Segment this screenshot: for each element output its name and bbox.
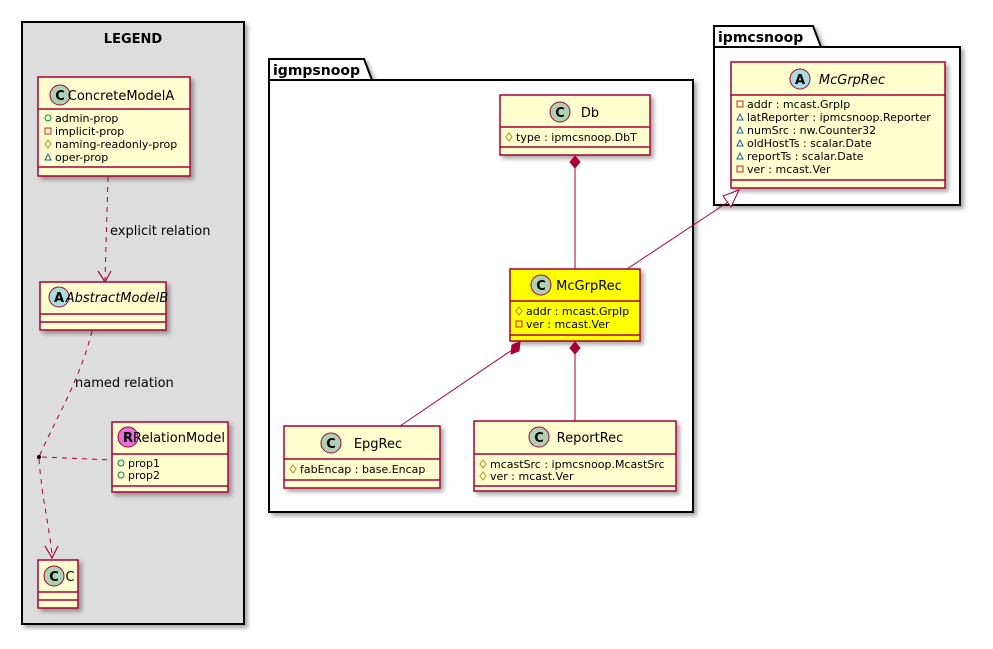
attribute: numSrc : nw.Counter32: [747, 124, 876, 137]
class-reportrec[interactable]: C ReportRec mcastSrc : ipmcsnoop.McastSr…: [473, 420, 677, 492]
package-title: ipmcsnoop: [718, 30, 803, 46]
class-epgrec[interactable]: C EpgRec fabEncap : base.Encap: [283, 425, 441, 489]
attribute: latReporter : ipmcsnoop.Reporter: [747, 111, 931, 124]
class-badge-icon: C: [326, 437, 336, 452]
abstract-badge-icon: A: [795, 73, 805, 88]
class-name: McGrpRec: [819, 73, 885, 88]
private-visibility-icon: [515, 320, 523, 328]
protected-visibility-icon: [505, 132, 513, 142]
attribute: naming-readonly-prop: [55, 138, 177, 151]
class-badge-icon: C: [55, 89, 65, 104]
attribute: ver : mcast.Ver: [526, 318, 610, 331]
public-visibility-icon: [117, 459, 125, 467]
attribute-list: admin-propimplicit-propnaming-readonly-p…: [44, 112, 177, 164]
attribute: type : ipmcsnoop.DbT: [516, 131, 637, 144]
attribute: addr : mcast.GrpIp: [526, 305, 629, 318]
attribute: reportTs : scalar.Date: [747, 150, 864, 163]
composition-mcgrprec-reportrec: [569, 341, 581, 421]
class-name: McGrpRec: [556, 279, 622, 294]
private-visibility-icon: [736, 100, 744, 108]
attribute: prop2: [128, 469, 160, 482]
legend-title: LEGEND: [104, 32, 163, 47]
named-relation-line: [37, 330, 113, 560]
class-name: Db: [581, 106, 599, 121]
generalization-arrow: [626, 189, 740, 270]
ipmcsnoop-package: ipmcsnoop A McGrpRec addr : mcast.GrpIpl…: [713, 25, 961, 206]
attribute: ver : mcast.Ver: [490, 470, 574, 483]
package-title: igmpsnoop: [273, 63, 360, 79]
class-name: ReportRec: [557, 431, 624, 446]
composition-mcgrprec-epgrec: [399, 341, 521, 427]
protected-visibility-icon: [479, 471, 487, 481]
abstract-badge-icon: A: [54, 291, 64, 306]
attribute: admin-prop: [55, 112, 118, 125]
package-visibility-icon: [736, 138, 744, 147]
class-badge-icon: C: [534, 431, 544, 446]
class-name: RelationModel: [133, 431, 225, 446]
class-concretemodela[interactable]: C ConcreteModelA admin-propimplicit-prop…: [37, 76, 191, 177]
attribute: addr : mcast.GrpIp: [747, 98, 850, 111]
attribute-list: fabEncap : base.Encap: [289, 463, 425, 476]
class-badge-icon: C: [49, 570, 59, 585]
class-name: ConcreteModelA: [68, 89, 175, 104]
package-visibility-icon: [736, 125, 744, 134]
package-visibility-icon: [736, 151, 744, 160]
relation-badge-icon: R: [123, 431, 133, 446]
class-badge-icon: C: [536, 279, 546, 294]
attribute: prop1: [128, 457, 160, 470]
class-name: C: [65, 570, 74, 585]
protected-visibility-icon: [289, 464, 297, 474]
attribute: fabEncap : base.Encap: [300, 463, 425, 476]
class-c[interactable]: C C: [37, 559, 79, 609]
attribute: implicit-prop: [55, 125, 124, 138]
public-visibility-icon: [44, 114, 52, 122]
legend-package: LEGEND C ConcreteModelA admin-propimplic…: [21, 21, 245, 625]
protected-visibility-icon: [479, 459, 487, 469]
class-badge-icon: C: [555, 106, 565, 121]
explicit-relation-label: explicit relation: [110, 224, 210, 239]
named-relation-label: named relation: [75, 376, 174, 391]
protected-visibility-icon: [515, 306, 523, 316]
package-visibility-icon: [44, 152, 52, 161]
public-visibility-icon: [117, 471, 125, 479]
igmpsnoop-package: igmpsnoop C Db type : ipmcsnoop.DbT C Mc…: [268, 58, 694, 513]
private-visibility-icon: [736, 165, 744, 173]
attribute: mcastSrc : ipmcsnoop.McastSrc: [490, 458, 665, 471]
protected-visibility-icon: [44, 139, 52, 149]
class-name: AbstractModelB: [65, 291, 169, 306]
class-name: EpgRec: [354, 437, 402, 452]
class-db[interactable]: C Db type : ipmcsnoop.DbT: [499, 94, 651, 156]
package-visibility-icon: [736, 112, 744, 121]
composition-db-mcgrprec: [569, 155, 581, 269]
class-mcgrprec-abstract[interactable]: A McGrpRec addr : mcast.GrpIplatReporter…: [730, 61, 946, 189]
attribute: oldHostTs : scalar.Date: [747, 137, 872, 150]
attribute-list: type : ipmcsnoop.DbT: [505, 131, 637, 144]
attribute: ver : mcast.Ver: [747, 163, 831, 176]
class-abstractmodelb[interactable]: A AbstractModelB: [39, 281, 169, 331]
private-visibility-icon: [44, 127, 52, 135]
attribute: oper-prop: [55, 151, 108, 164]
